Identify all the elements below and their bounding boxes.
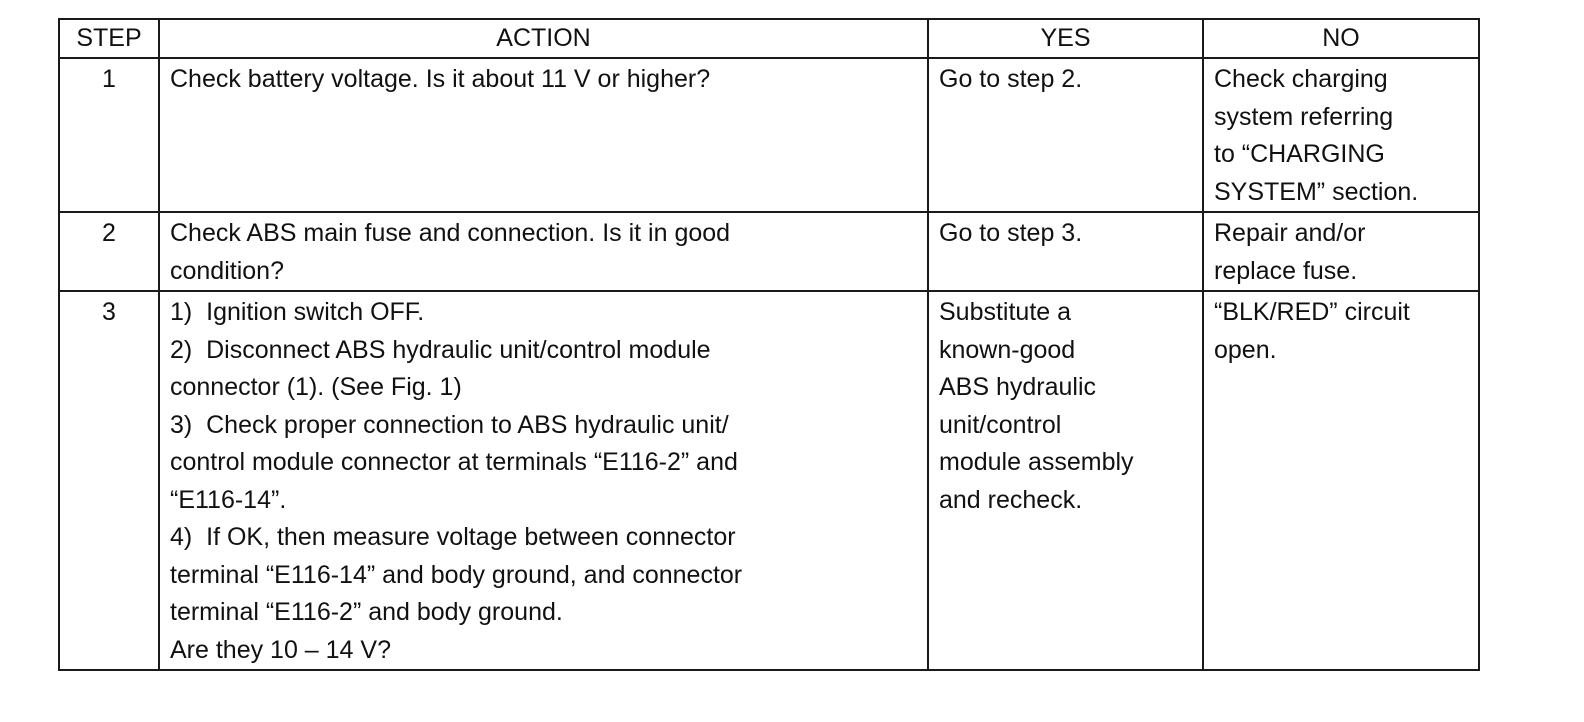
step-number: 3 [58, 290, 160, 671]
action-substep: 2) Disconnect ABS hydraulic unit/control… [170, 332, 917, 407]
action-cell: 1) Ignition switch OFF. 2) Disconnect AB… [158, 290, 929, 671]
no-line: system referring [1214, 102, 1394, 131]
action-line: condition? [170, 256, 284, 285]
action-question: Are they 10 – 14 V? [170, 635, 391, 664]
action-cell: Check ABS main fuse and connection. Is i… [158, 211, 929, 292]
header-no: NO [1202, 18, 1480, 59]
diagnostic-table: STEP ACTION YES NO 1 Check battery volta… [58, 18, 1480, 671]
no-cell: Check charging system referring to “CHAR… [1202, 57, 1480, 213]
action-line: 3) Check proper connection to ABS hydrau… [170, 410, 729, 439]
no-line: to “CHARGING [1214, 140, 1385, 168]
action-line: 2) Disconnect ABS hydraulic unit/control… [170, 335, 711, 364]
table-row: 3 1) Ignition switch OFF. 2) Disconnect … [58, 290, 1480, 671]
table-row: 1 Check battery voltage. Is it about 11 … [58, 57, 1480, 213]
yes-line: and recheck. [939, 485, 1083, 514]
action-line: terminal “E116-14” and body ground, and … [170, 560, 743, 589]
no-cell: Repair and/or replace fuse. [1202, 211, 1480, 292]
no-line: open. [1214, 335, 1277, 364]
yes-line: ABS hydraulic [939, 373, 1097, 401]
action-line: “E116-14”. [170, 485, 287, 514]
no-line: Repair and/or [1214, 219, 1366, 247]
yes-cell: Go to step 2. [927, 57, 1204, 213]
action-substep: 3) Check proper connection to ABS hydrau… [170, 407, 917, 520]
no-line: Check charging [1214, 65, 1388, 93]
no-line: SYSTEM” section. [1214, 177, 1419, 206]
header-action: ACTION [158, 18, 929, 59]
step-number: 2 [58, 211, 160, 292]
action-substep: 1) Ignition switch OFF. [170, 294, 917, 332]
action-line: connector (1). (See Fig. 1) [170, 373, 462, 401]
action-line: terminal “E116-2” and body ground. [170, 598, 563, 626]
action-line: 4) If OK, then measure voltage between c… [170, 523, 736, 551]
header-yes: YES [927, 18, 1204, 59]
step-number: 1 [58, 57, 160, 213]
action-line: 1) Ignition switch OFF. [170, 298, 425, 326]
header-row: STEP ACTION YES NO [58, 18, 1480, 59]
action-line: Check ABS main fuse and connection. Is i… [170, 219, 731, 247]
action-substep: 4) If OK, then measure voltage between c… [170, 519, 917, 632]
yes-cell: Substitute a known-good ABS hydraulic un… [927, 290, 1204, 671]
table-row: 2 Check ABS main fuse and connection. Is… [58, 211, 1480, 292]
yes-line: unit/control [939, 410, 1062, 439]
yes-line: known-good [939, 335, 1076, 364]
action-cell: Check battery voltage. Is it about 11 V … [158, 57, 929, 213]
yes-line: Substitute a [939, 298, 1072, 326]
action-line: control module connector at terminals “E… [170, 448, 738, 476]
yes-cell: Go to step 3. [927, 211, 1204, 292]
header-step: STEP [58, 18, 160, 59]
yes-line: module assembly [939, 448, 1134, 476]
no-line: replace fuse. [1214, 256, 1358, 285]
no-line: “BLK/RED” circuit [1214, 298, 1410, 326]
no-cell: “BLK/RED” circuit open. [1202, 290, 1480, 671]
